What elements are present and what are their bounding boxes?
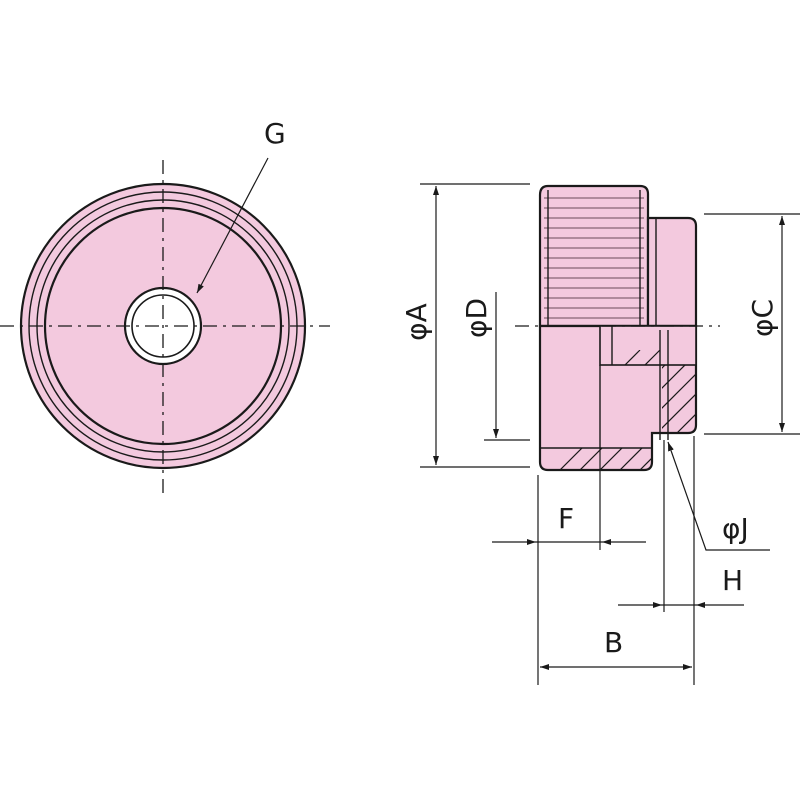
side-view (515, 184, 720, 472)
side-boss-upper (646, 216, 698, 328)
section-bore (599, 325, 697, 366)
side-head-upper (538, 184, 650, 328)
leader-phiJ (667, 441, 770, 551)
leader-g (196, 157, 269, 294)
label-H: H (722, 564, 743, 597)
knurl-lines (544, 197, 644, 319)
dimensions: φA φD φC F φJ H B (400, 183, 800, 685)
label-phiJ: φJ (722, 512, 749, 545)
label-phiA: φA (400, 303, 433, 341)
label-F: F (558, 502, 574, 535)
front-view: G (0, 117, 330, 495)
section-hatching-lower (540, 448, 652, 470)
label-phiD: φD (460, 298, 493, 338)
label-g: G (264, 117, 286, 150)
label-B: B (604, 626, 623, 659)
label-phiC: φC (746, 299, 779, 337)
